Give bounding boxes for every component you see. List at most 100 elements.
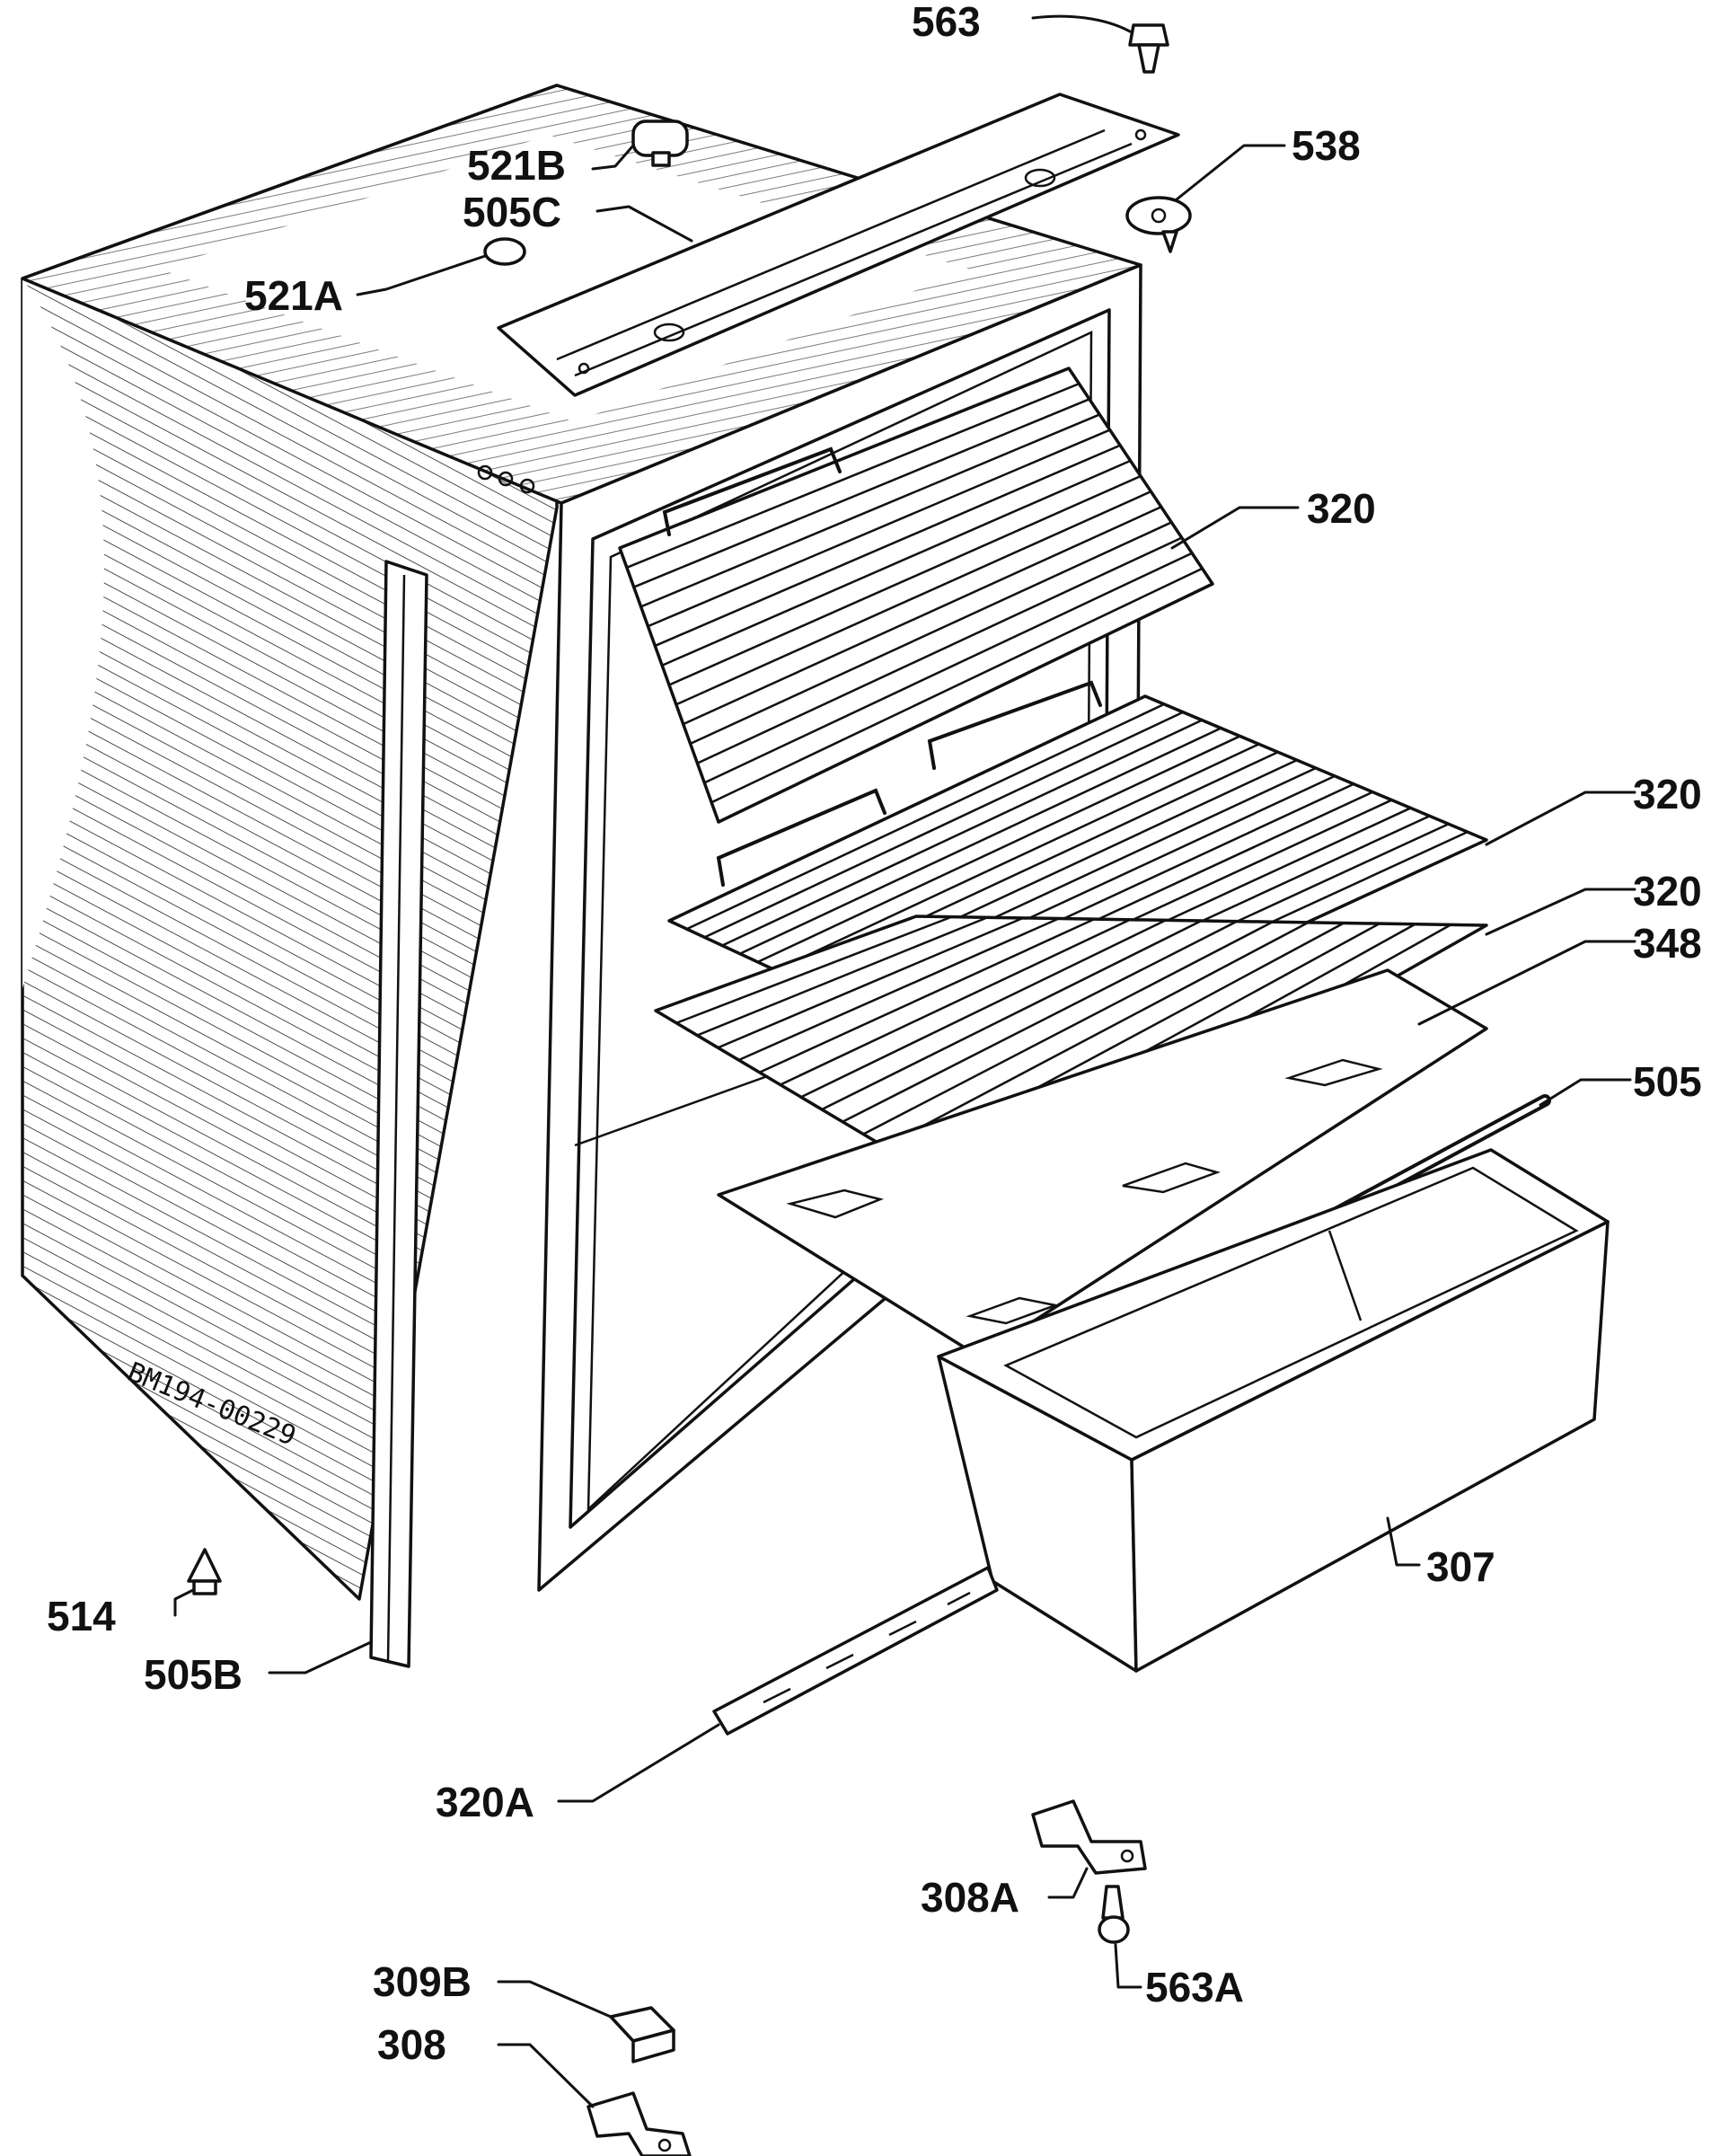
shelf-runner bbox=[712, 1566, 999, 1736]
plug-521b-body bbox=[631, 119, 689, 157]
cabinet-top-hole bbox=[477, 464, 493, 481]
leader-538 bbox=[1175, 144, 1286, 201]
hinge-pin-538-body bbox=[1125, 196, 1192, 235]
hinge-bar-slot bbox=[653, 323, 685, 342]
shelf-wire bbox=[654, 444, 1121, 648]
leader-309b bbox=[497, 1980, 613, 2019]
shelf-wire bbox=[696, 536, 1183, 764]
runner-slot bbox=[888, 1620, 917, 1637]
shelf-wire bbox=[883, 921, 1310, 1148]
label-348: 348 bbox=[1633, 920, 1702, 967]
runner-slot bbox=[947, 1591, 971, 1606]
bracket-308-hole bbox=[657, 2138, 672, 2152]
screw-563a-head bbox=[1098, 1915, 1130, 1944]
shelf-wire bbox=[862, 921, 1274, 1135]
drawer-inner-divider bbox=[1327, 1230, 1363, 1321]
label-521a: 521A bbox=[244, 272, 343, 319]
leader-320-mid bbox=[1485, 791, 1636, 846]
shelf-wire bbox=[661, 459, 1132, 667]
hinge-bar-slot bbox=[1024, 168, 1056, 188]
hinge-pin-538-hole bbox=[1151, 208, 1167, 224]
label-320-mid: 320 bbox=[1633, 771, 1702, 817]
label-563: 563 bbox=[912, 0, 981, 45]
label-308a: 308A bbox=[921, 1874, 1019, 1921]
label-505: 505 bbox=[1633, 1058, 1702, 1105]
bracket-308a bbox=[1031, 1799, 1147, 1875]
shelf-wire bbox=[842, 920, 1238, 1123]
clip-514-body bbox=[187, 1548, 222, 1583]
runner-slot bbox=[763, 1687, 791, 1704]
label-320a: 320A bbox=[436, 1779, 534, 1825]
shelf-middle-handle bbox=[927, 680, 1102, 770]
callout-labels: 563 521B 538 505C 521A 320 320 320 348 5… bbox=[47, 0, 1702, 2068]
shelf-wire bbox=[690, 521, 1172, 745]
plug-521b bbox=[631, 119, 689, 167]
runner-slot bbox=[825, 1653, 854, 1670]
leader-320-low bbox=[1485, 888, 1636, 936]
shelf-upper-handle bbox=[662, 446, 842, 536]
shelf-wire bbox=[774, 743, 1260, 972]
shelf-wire bbox=[696, 916, 988, 1037]
leader-505b bbox=[268, 1640, 373, 1674]
shelf-wire bbox=[675, 490, 1151, 706]
shelf-wire bbox=[710, 567, 1204, 804]
shelf-wire bbox=[821, 919, 1203, 1111]
crisper-drawer bbox=[937, 1148, 1610, 1673]
shelf-wire bbox=[686, 702, 1165, 931]
plug-521b-stem bbox=[651, 151, 671, 167]
leader-308a bbox=[1047, 1867, 1089, 1899]
shelf-middle-handle bbox=[716, 788, 886, 887]
leader-505c bbox=[595, 205, 693, 243]
shelf-wire bbox=[668, 474, 1142, 686]
label-320-low: 320 bbox=[1633, 868, 1702, 915]
hinge-bar-groove bbox=[574, 142, 1133, 377]
hinge-bar-hole bbox=[578, 362, 590, 375]
bracket-308 bbox=[587, 2091, 692, 2156]
drawer-rim bbox=[937, 1148, 1610, 1462]
leader-320a bbox=[557, 1723, 720, 1803]
hinge-bar-groove bbox=[556, 128, 1106, 361]
plug-521a-body bbox=[483, 237, 526, 266]
screw-563a-shank bbox=[1101, 1885, 1125, 1920]
clip-514-base bbox=[192, 1579, 217, 1595]
hinge-bar-hole bbox=[1134, 128, 1147, 141]
label-505c: 505C bbox=[463, 189, 561, 235]
label-309b: 309B bbox=[373, 1958, 472, 2005]
seal-strip-edge bbox=[386, 574, 406, 1663]
shelf-upper bbox=[618, 367, 1214, 824]
shelf-wire bbox=[759, 917, 1095, 1074]
door-seal-strip bbox=[369, 560, 428, 1668]
shelf-upper-wires bbox=[626, 382, 1204, 804]
hinge-pin-538 bbox=[1125, 196, 1192, 253]
glass-shelf bbox=[717, 968, 1488, 1358]
label-514: 514 bbox=[47, 1593, 116, 1639]
plug-521a bbox=[483, 237, 526, 266]
cabinet-top-clear bbox=[162, 135, 970, 422]
leader-307 bbox=[1386, 1516, 1421, 1567]
leader-308 bbox=[497, 2043, 595, 2108]
cabinet-side-shading bbox=[22, 85, 557, 1599]
screw-563-shank bbox=[1137, 43, 1160, 74]
shelf-wire bbox=[721, 719, 1203, 947]
shelf-wire bbox=[717, 916, 1024, 1049]
shelf-wire bbox=[703, 552, 1193, 784]
shelf-wire bbox=[757, 735, 1241, 963]
bracket-308a-hole bbox=[1120, 1849, 1134, 1863]
leader-348 bbox=[1417, 940, 1636, 1026]
shelf-wire bbox=[703, 711, 1184, 939]
leader-563 bbox=[1031, 14, 1132, 33]
bracket-308-body bbox=[587, 2091, 692, 2156]
shelf-wire bbox=[633, 398, 1090, 588]
label-505b: 505B bbox=[144, 1651, 243, 1698]
label-538: 538 bbox=[1292, 122, 1361, 169]
cap-309b-face bbox=[631, 2028, 675, 2063]
label-320-top: 320 bbox=[1307, 485, 1376, 532]
label-521b: 521B bbox=[467, 142, 566, 189]
shelf-wire bbox=[800, 919, 1167, 1099]
screw-563-head bbox=[1128, 23, 1169, 47]
cabinet-top-hole bbox=[498, 471, 514, 487]
shelf-wire bbox=[640, 413, 1100, 608]
shelf-wire bbox=[739, 727, 1222, 955]
cap-309b bbox=[609, 2006, 675, 2063]
